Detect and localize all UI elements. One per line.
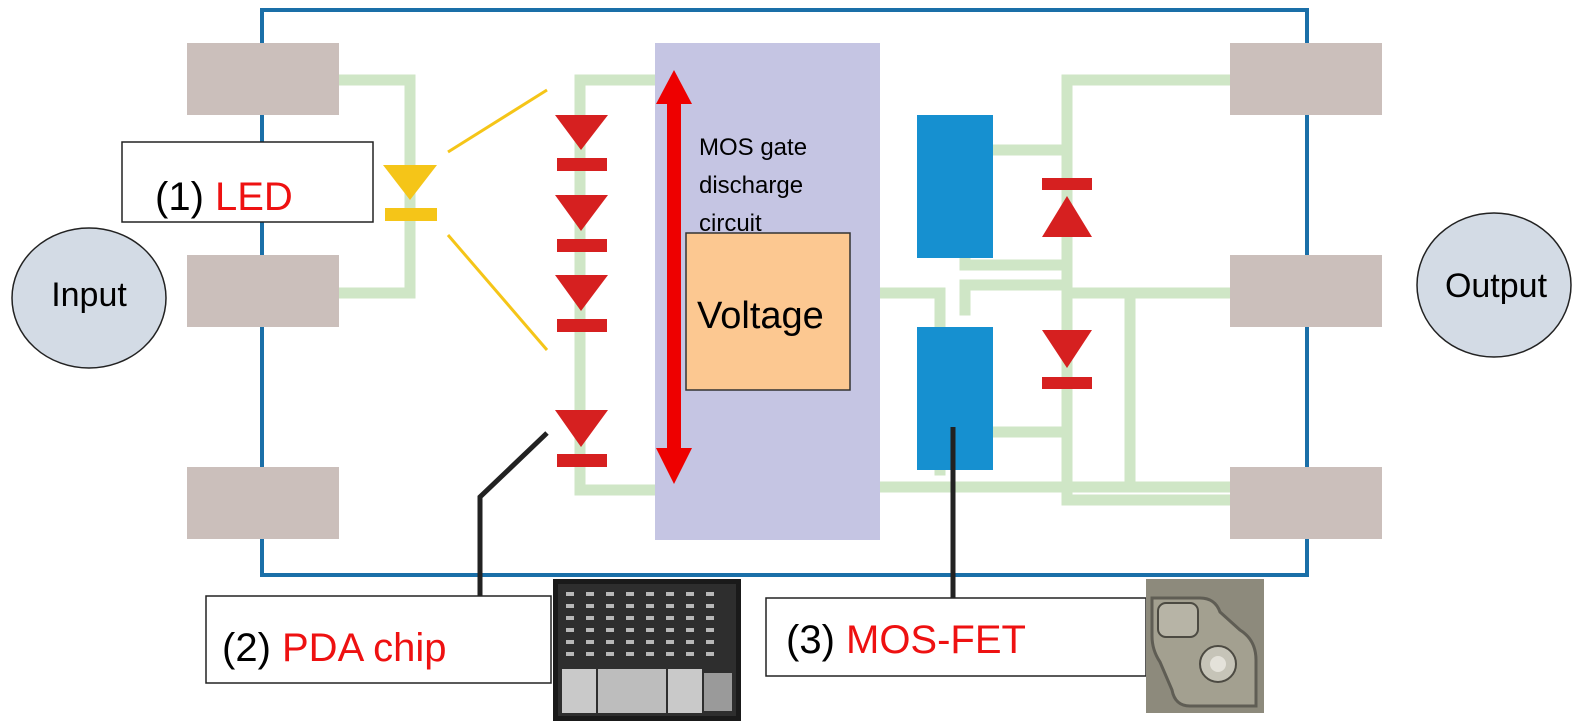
mosfet-photo (1146, 579, 1264, 713)
pin-input-bottom (187, 467, 339, 539)
led-icon (383, 165, 437, 221)
pda-label-number: (2) (222, 626, 282, 670)
chip-cell (686, 640, 694, 644)
input-label: Input (51, 276, 127, 314)
chip-cell (566, 604, 574, 608)
pda-label-name: PDA chip (282, 626, 447, 670)
diode-icon (555, 275, 608, 311)
output-label: Output (1445, 267, 1548, 305)
chip-cell (646, 652, 654, 656)
chip-cell (646, 628, 654, 632)
pda-chip-photo (553, 579, 741, 721)
pin-input-top (187, 43, 339, 115)
chip-cell (666, 616, 674, 620)
chip-cell (666, 652, 674, 656)
chip-cell (626, 628, 634, 632)
diode-icon (555, 195, 608, 231)
pda-label-box (205, 595, 552, 684)
pin-input-middle (187, 255, 339, 327)
chip-cell (646, 616, 654, 620)
chip-cell (626, 652, 634, 656)
pin-output-top (1230, 43, 1382, 115)
chip-cell (586, 604, 594, 608)
pin-output-bottom (1230, 467, 1382, 539)
mosfet-top (917, 115, 993, 258)
pda-leader-line (477, 431, 549, 597)
chip-cell (626, 592, 634, 596)
chip-cell (566, 628, 574, 632)
chip-cell (646, 592, 654, 596)
chip-cell (706, 592, 714, 596)
voltage-box (685, 232, 851, 391)
pda-label: (2) PDA chip (222, 626, 447, 670)
chip-cell (626, 604, 634, 608)
output-diodes (1042, 178, 1092, 389)
chip-cell (586, 628, 594, 632)
chip-cell (686, 592, 694, 596)
chip-cell (666, 604, 674, 608)
chip-cell (566, 652, 574, 656)
diode-icon (1042, 196, 1092, 237)
chip-cell (566, 640, 574, 644)
chip-cell (626, 640, 634, 644)
chip-cell (586, 592, 594, 596)
chip-cell (606, 628, 614, 632)
chip-cell (586, 616, 594, 620)
led-label-number: (1) (155, 175, 215, 219)
gate-label-line1: MOS gate (699, 134, 807, 161)
chip-cell (706, 616, 714, 620)
chip-cell (606, 640, 614, 644)
chip-cell (686, 604, 694, 608)
chip-cell (666, 592, 674, 596)
chip-cell (626, 616, 634, 620)
chip-cell (566, 616, 574, 620)
led-label-name: LED (215, 175, 293, 219)
chip-cell (706, 640, 714, 644)
diode-icon (1042, 330, 1092, 368)
chip-cell (586, 640, 594, 644)
chip-cell (686, 652, 694, 656)
input-bubble (11, 227, 167, 369)
chip-cell (606, 616, 614, 620)
voltage-arrow (656, 70, 692, 484)
pin-output-middle (1230, 255, 1382, 327)
chip-cell (566, 592, 574, 596)
chip-cell (586, 652, 594, 656)
voltage-label: Voltage (697, 295, 824, 337)
chip-cell (706, 652, 714, 656)
diode-icon (555, 410, 608, 447)
chip-cell (606, 604, 614, 608)
light-rays (446, 88, 549, 351)
gate-label-line2: discharge (699, 172, 803, 199)
led-label: (1) LED (155, 175, 293, 219)
output-bubble (1416, 212, 1572, 358)
led-label-box (121, 141, 374, 223)
chip-cell (606, 592, 614, 596)
chip-cell (686, 616, 694, 620)
mosfet-label-name: MOS-FET (846, 618, 1026, 662)
chip-cell (646, 640, 654, 644)
pins (187, 43, 1382, 539)
chip-cell (666, 628, 674, 632)
diode-icon (555, 115, 608, 150)
chip-cell (666, 640, 674, 644)
chip-cell (606, 652, 614, 656)
chip-cell (646, 604, 654, 608)
photodiode-array (555, 115, 608, 467)
chip-cell (706, 628, 714, 632)
mosfet-label: (3) MOS-FET (786, 618, 1026, 662)
chip-cell (706, 604, 714, 608)
mosfet-label-box (765, 597, 1147, 677)
mosfet-label-number: (3) (786, 618, 846, 662)
chip-cell (686, 628, 694, 632)
